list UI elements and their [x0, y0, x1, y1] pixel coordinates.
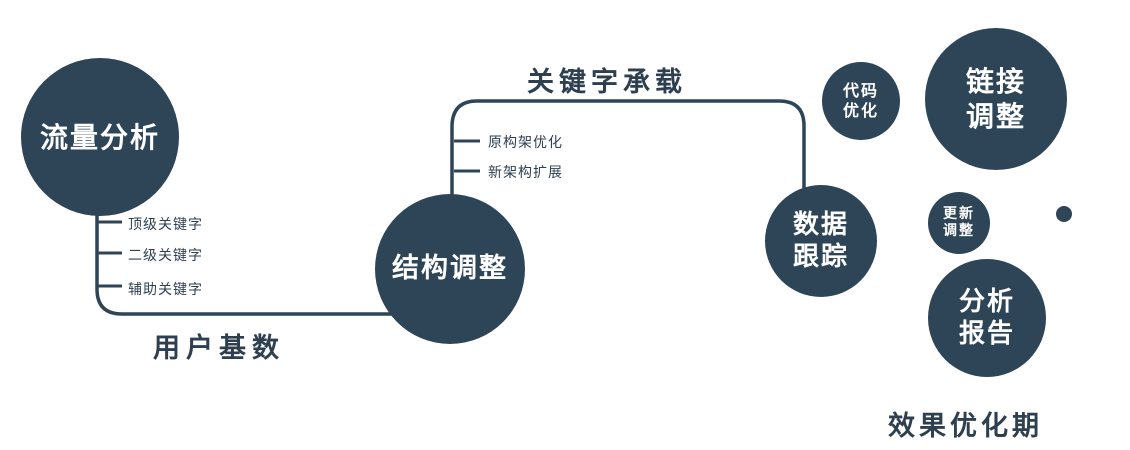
node-traffic-analysis-label: 流量分析	[39, 120, 160, 154]
node-link-adjustment-line2: 调整	[965, 100, 1026, 133]
branch-label-auxiliary-keywords: 辅助关键字	[128, 282, 203, 298]
node-code-optimization-line1: 代码	[842, 81, 879, 100]
node-update-adjustment-line1: 更新	[943, 205, 975, 222]
node-code-optimization: 代码 优化	[822, 62, 900, 140]
node-analysis-report-line1: 分析	[958, 286, 1015, 317]
node-link-adjustment-line1: 链接	[965, 65, 1026, 98]
node-structure-adjustment-label: 结构调整	[392, 253, 508, 285]
node-link-adjustment: 链接 调整	[925, 28, 1067, 170]
node-traffic-analysis: 流量分析	[21, 58, 179, 216]
node-data-tracking: 数据 跟踪	[765, 185, 877, 297]
node-analysis-report: 分析 报告	[928, 259, 1046, 377]
node-update-adjustment-line2: 调整	[943, 223, 975, 239]
node-data-tracking-line2: 跟踪	[792, 242, 849, 272]
edge-structure-to-data-tracking	[450, 99, 806, 205]
bullet-dot-marker	[1056, 206, 1072, 222]
node-data-tracking-line1: 数据	[792, 209, 849, 240]
edge-label-user-base: 用户基数	[153, 333, 285, 364]
branch-label-top-keywords: 顶级关键字	[128, 217, 203, 233]
branch-label-new-architecture-expansion: 新架构扩展	[488, 165, 563, 181]
branch-label-secondary-keywords: 二级关键字	[128, 248, 203, 264]
edge-label-keyword-carry: 关键字承载	[527, 67, 687, 98]
footer-label-effect-optimization-period: 效果优化期	[888, 411, 1043, 442]
node-code-optimization-line2: 优化	[842, 101, 879, 120]
node-structure-adjustment: 结构调整	[375, 194, 525, 344]
node-analysis-report-line2: 报告	[958, 319, 1015, 349]
branch-label-original-architecture-optimization: 原构架优化	[488, 135, 563, 151]
edge-traffic-to-structure	[95, 192, 430, 316]
node-update-adjustment: 更新 调整	[928, 192, 990, 254]
